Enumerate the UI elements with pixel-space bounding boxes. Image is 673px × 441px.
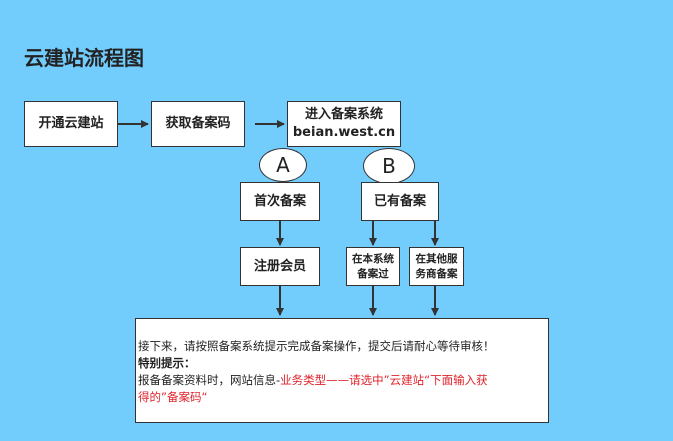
- filed-here-line2: 备案过: [357, 267, 389, 280]
- first-filing-label: 首次备案: [253, 193, 306, 209]
- step-open-label: 开通云建站: [38, 116, 104, 131]
- branch-b-ellipse: B: [363, 148, 415, 184]
- box-already-filed: 已有备案: [361, 182, 439, 221]
- box-first-filing: 首次备案: [240, 182, 320, 221]
- register-member-label: 注册会员: [253, 258, 306, 274]
- box-filed-in-this-system: 在本系统 备案过: [346, 247, 400, 286]
- already-filed-label: 已有备案: [373, 193, 426, 209]
- step-enter-system-url: beian.west.cn: [292, 125, 396, 140]
- page-title: 云建站流程图: [24, 46, 144, 70]
- step-enter-filing-system: 进入备案系统 beian.west.cn: [287, 101, 401, 147]
- note-line3-black: 报备备案资料时，网站信息-: [138, 373, 281, 387]
- filed-other-line1: 在其他服: [415, 252, 458, 265]
- step-enter-system-label: 进入备案系统: [304, 107, 383, 122]
- filed-here-line1: 在本系统: [352, 252, 394, 265]
- branch-b-label: B: [382, 154, 396, 178]
- box-filed-with-other-provider: 在其他服 务商备案: [409, 247, 464, 286]
- step-open-cloud-site: 开通云建站: [24, 101, 118, 147]
- step-get-filing-code: 获取备案码: [151, 101, 245, 147]
- note-tip-title: 特别提示：: [138, 356, 196, 370]
- note-line1: 接下来，请按照备案系统提示完成备案操作，提交后请耐心等待审核！: [138, 339, 495, 353]
- branch-a-label: A: [276, 153, 290, 177]
- note-line3-red: 业务类型——请选中”云建站“下面输入获: [280, 373, 488, 387]
- filed-other-line2: 务商备案: [415, 267, 458, 280]
- branch-a-ellipse: A: [259, 148, 307, 182]
- step-get-code-label: 获取备案码: [165, 116, 231, 131]
- box-register-member: 注册会员: [240, 247, 320, 286]
- note-line4-red: 得的”备案码“: [138, 390, 208, 404]
- instruction-note: 接下来，请按照备案系统提示完成备案操作，提交后请耐心等待审核！ 特别提示： 报备…: [135, 318, 549, 423]
- note-line3: 报备备案资料时，网站信息-业务类型——请选中”云建站“下面输入获: [138, 372, 546, 389]
